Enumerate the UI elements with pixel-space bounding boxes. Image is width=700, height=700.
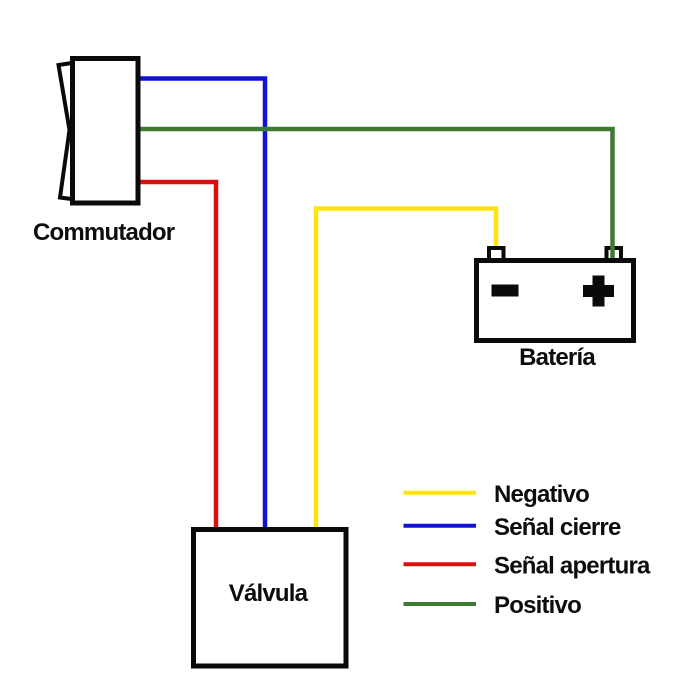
valvula-label: Válvula (229, 580, 309, 607)
plus-icon (583, 275, 614, 307)
battery-body (474, 258, 636, 343)
legend-label-negativo: Negativo (494, 481, 589, 508)
wire-positivo (138, 126, 615, 259)
wire-senal-cierre (138, 76, 268, 533)
legend-label-positivo: Positivo (494, 592, 581, 619)
commutador-label: Commutador (33, 219, 175, 246)
valve-box (191, 527, 349, 669)
switch-body (70, 56, 141, 206)
legend-label-senal-cierre: Señal cierre (494, 514, 621, 541)
bateria-label: Batería (519, 344, 596, 371)
wire-negativo (313, 206, 499, 533)
switch-rocker (56, 60, 76, 202)
legend-label-senal-apertura: Señal apertura (494, 553, 651, 580)
wire-senal-apertura (138, 179, 219, 533)
minus-icon (491, 284, 519, 297)
